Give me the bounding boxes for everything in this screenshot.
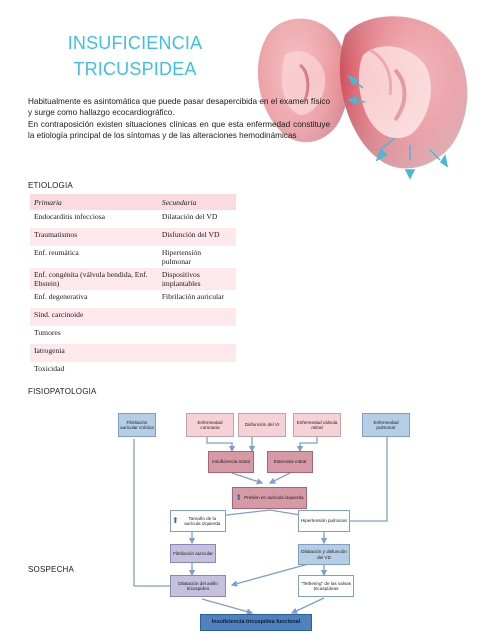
- box-final-it-funcional: Insuficiencia tricuspídea funcional: [200, 614, 312, 631]
- table-cell: Hipertensión pulmonar: [157, 246, 236, 268]
- box-presion-ai: ⬆ Presión en aurícula izquierda: [232, 487, 307, 509]
- heart-illustration: [245, 10, 485, 180]
- table-cell: Disfunción del VD: [157, 228, 236, 246]
- table-cell: Toxicidad: [30, 362, 158, 380]
- table-cell: Fibrilación auricular: [157, 290, 236, 308]
- etiology-table: Primaria Secundaria Endocarditis infecci…: [30, 194, 236, 380]
- box-est-mitral: Estenosis mitral: [267, 451, 313, 473]
- arrow-up-icon: ⬆: [172, 516, 179, 526]
- table-cell: Endocarditis infecciosa: [30, 210, 158, 228]
- table-row: Toxicidad: [30, 362, 236, 380]
- pathophysiology-flowchart: Fibrilación auricular crónica Enfermedad…: [112, 403, 412, 641]
- table-cell: Dispositivos implantables: [157, 268, 236, 290]
- tam-ai-label: Tamaño de la aurícula izquierda: [184, 515, 221, 526]
- box-enf-valv-mitral: Enfermedad válvula mitral: [293, 413, 341, 437]
- box-ins-mitral: Insuficiencia mitral: [208, 451, 254, 473]
- table-row: Iatrogenia: [30, 344, 236, 362]
- section-sospecha: SOSPECHA: [28, 565, 75, 574]
- intro-text: Habitualmente es asintomática que puede …: [28, 96, 330, 142]
- intro-paragraph-1: Habitualmente es asintomática que puede …: [28, 97, 330, 118]
- box-fa-cronica: Fibrilación auricular crónica: [118, 413, 156, 437]
- table-cell: [157, 308, 236, 326]
- flowchart-connectors: [133, 433, 388, 615]
- box-enf-coronaria: Enfermedad coronaria: [186, 413, 234, 437]
- table-cell: [157, 326, 236, 344]
- table-row: Enf. congénita (válvula hendida, Enf. Eb…: [30, 268, 236, 290]
- table-cell: Enf. congénita (válvula hendida, Enf. Eb…: [30, 268, 158, 290]
- table-cell: Tumores: [30, 326, 158, 344]
- table-cell: [157, 344, 236, 362]
- header-primaria: Primaria: [30, 194, 158, 210]
- box-dil-disf-vd: Dilatación y disfunción del VD: [298, 544, 350, 565]
- table-cell: Enf. reumática: [30, 246, 158, 268]
- header-secundaria: Secundaria: [157, 194, 236, 210]
- intro-paragraph-2: En contraposición existen situaciones cl…: [28, 119, 330, 141]
- box-fib-auricular: Fibrilación auricular: [170, 544, 216, 563]
- table-cell: Sínd. carcinoide: [30, 308, 158, 326]
- section-fisiopatologia: FISIOPATOLOGIA: [28, 387, 97, 396]
- box-dil-anillo: Dilatación del anillo tricuspídeo: [170, 575, 226, 597]
- table-cell: Traumatismos: [30, 228, 158, 246]
- title-line-1: INSUFICIENCIA: [67, 33, 203, 53]
- table-cell: Enf. degenerativa: [30, 290, 158, 308]
- box-enf-pulmonar: Enfermedad pulmonar: [362, 413, 410, 437]
- box-tam-ai: ⬆ Tamaño de la aurícula izquierda: [170, 510, 226, 532]
- box-disf-vi: Disfunción del VI: [238, 413, 286, 437]
- page-title: INSUFICIENCIA TRICUSPIDEA: [40, 30, 230, 82]
- table-row: Tumores: [30, 326, 236, 344]
- table-cell: Dilatación del VD: [157, 210, 236, 228]
- table-cell: Iatrogenia: [30, 344, 158, 362]
- regurgitation-arrows: [347, 74, 449, 180]
- table-row: Sínd. carcinoide: [30, 308, 236, 326]
- arrow-up-icon: ⬆: [235, 493, 243, 503]
- section-etiologia: ETIOLOGIA: [28, 181, 73, 190]
- presion-ai-label: Presión en aurícula izquierda: [244, 495, 304, 501]
- table-header-row: Primaria Secundaria: [30, 194, 236, 210]
- box-hip-pulmonar: Hipertensión pulmonar: [298, 510, 350, 532]
- box-tethering: "Tethering" de las valvas tricuspídeas: [298, 575, 354, 597]
- table-cell: [157, 362, 236, 380]
- title-line-2: TRICUSPIDEA: [73, 59, 197, 79]
